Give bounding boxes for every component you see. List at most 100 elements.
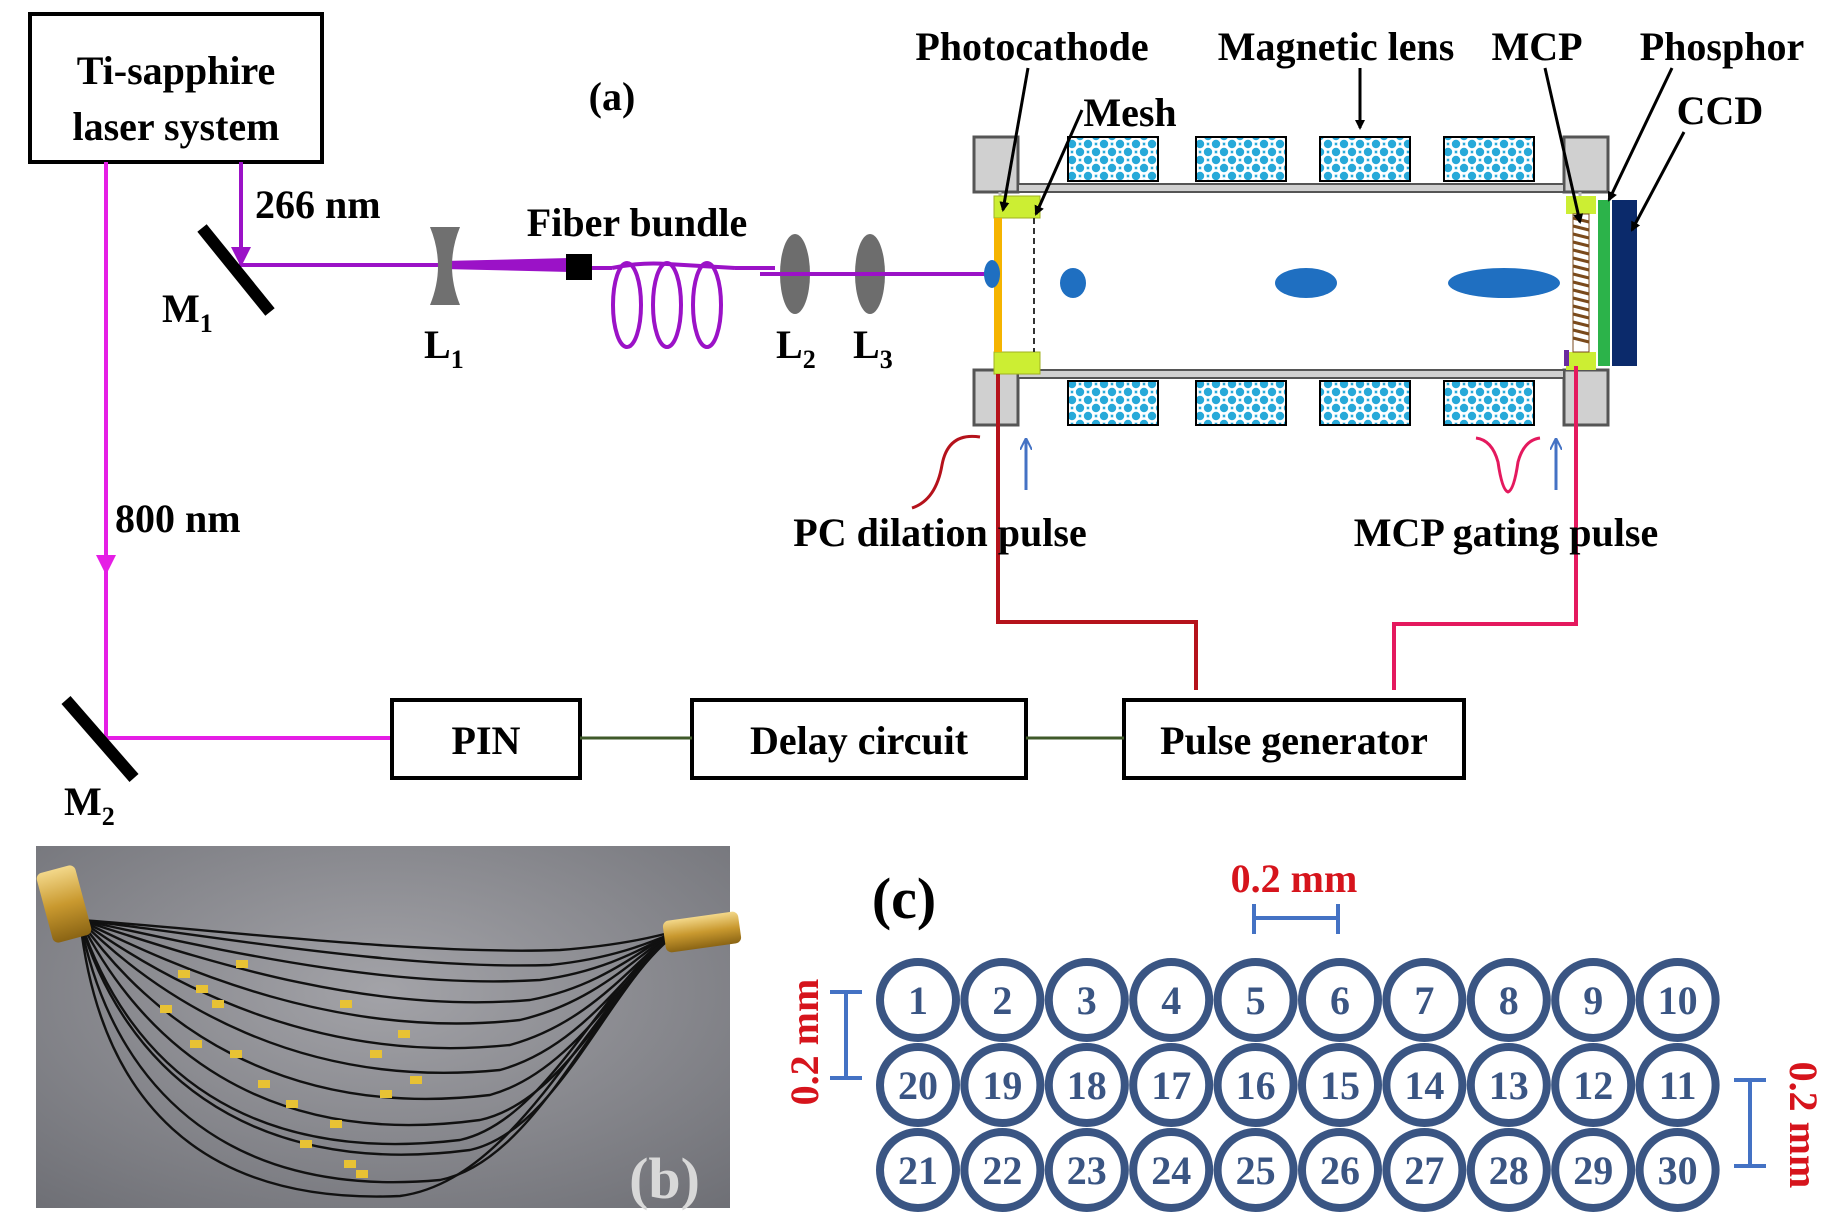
fiber-core-circle: [1044, 1043, 1129, 1127]
uv-beam-path: [231, 162, 570, 272]
fiber-core-circle: [876, 958, 960, 1042]
fiber-bundle-end-right: [662, 911, 742, 953]
fiber-number-label: 18: [1067, 1063, 1107, 1108]
fiber-core-circle: [1129, 1043, 1214, 1127]
panel-b-label: (b): [629, 1146, 700, 1211]
mirror-m2: [61, 696, 139, 782]
fiber-number-label: 29: [1573, 1148, 1613, 1193]
top-spacing-label: 0.2 mm: [1231, 856, 1358, 901]
right-spacing-label: 0.2 mm: [1781, 1062, 1826, 1189]
electron-pulse-1: [1060, 268, 1086, 298]
mirror-m1-label: M1: [162, 286, 213, 338]
fiber-number-label: 14: [1404, 1063, 1444, 1108]
electron-pulse-2: [1275, 268, 1337, 298]
fiber-core-circle: [1044, 1128, 1129, 1212]
fiber-core-circle: [1466, 1043, 1551, 1127]
ccd-label: CCD: [1677, 88, 1764, 133]
lens-l2-label: L2: [776, 322, 816, 374]
fiber-number-label: 13: [1489, 1063, 1529, 1108]
lens-l3-label: L3: [853, 322, 893, 374]
fiber-number-label: 8: [1499, 978, 1519, 1023]
fiber-core-circle: [1213, 1128, 1298, 1212]
panel-a-label: (a): [589, 74, 636, 119]
fiber-core-circle: [960, 1128, 1045, 1212]
fiber-number-label: 4: [1161, 978, 1181, 1023]
laser-system-box: Ti-sapphire laser system: [28, 12, 324, 164]
photoelectron-spot: [984, 260, 1000, 288]
fiber-core-circle: [1044, 958, 1129, 1042]
fiber-number-label: 12: [1573, 1063, 1613, 1108]
fiber-core-circle: [1466, 1128, 1551, 1212]
pin-label: PIN: [452, 718, 521, 763]
mirror-m2-label: M2: [64, 779, 115, 831]
fiber-number-label: 27: [1404, 1148, 1444, 1193]
right-scale-bar: [1734, 1078, 1766, 1168]
fiber-core-circle: [876, 1128, 960, 1212]
fiber-core-circle: [1213, 1043, 1298, 1127]
fiber-core-circle: [1551, 1128, 1636, 1212]
fiber-core-circle: [1213, 958, 1298, 1042]
photocathode-label: Photocathode: [915, 24, 1148, 69]
mcp-holder-bottom: [1566, 352, 1596, 370]
laser-label-line1: Ti-sapphire: [77, 48, 276, 93]
fiber-number-label: 28: [1489, 1148, 1529, 1193]
fiber-core-circle: [960, 958, 1045, 1042]
fiber-coil: [592, 261, 775, 349]
fiber-number-label: 16: [1236, 1063, 1276, 1108]
mesh-label: Mesh: [1083, 90, 1176, 135]
fiber-number-label: 7: [1414, 978, 1434, 1023]
left-spacing-label: 0.2 mm: [782, 979, 827, 1106]
fiber-labels: [160, 960, 422, 1178]
panel-a: (a) Ti-sapphire laser system 800 nm M2 2…: [28, 12, 1804, 831]
panel-c-label: (c): [872, 866, 936, 931]
mirror-m1: [197, 224, 275, 316]
fiber-core-circle: [1382, 1043, 1467, 1127]
panel-b-photo: (b): [36, 846, 742, 1211]
fiber-core-circle: [1298, 1043, 1382, 1127]
fiber-number-label: 20: [898, 1063, 938, 1108]
fiber-core-circle: [1129, 1128, 1214, 1212]
lens-l1-label: L1: [424, 322, 464, 374]
fiber-core-circle: [1129, 958, 1214, 1042]
fiber-core-circle: [960, 1043, 1045, 1127]
fiber-core-circle: [1382, 1128, 1467, 1212]
top-scale-bar: [1252, 904, 1340, 934]
mcp-plate: [1572, 213, 1590, 353]
fiber-core-circle: [1382, 958, 1467, 1042]
fiber-core-circle: [1466, 958, 1551, 1042]
pulse-generator-label: Pulse generator: [1160, 718, 1428, 763]
fiber-core-circle: [1635, 958, 1720, 1042]
phosphor-screen: [1598, 200, 1610, 366]
fiber-number-label: 6: [1330, 978, 1350, 1023]
fiber-core-circle: [1298, 1128, 1382, 1212]
photocathode-holder-top: [993, 195, 1041, 219]
photocathode-holder-bottom: [993, 351, 1041, 375]
fiber-number-label: 1: [908, 978, 928, 1023]
fiber-core-circle: [1635, 1128, 1720, 1212]
photocathode-plate: [994, 218, 1002, 352]
fiber-core-circle: [876, 1043, 960, 1127]
pc-dilation-waveform: [911, 434, 981, 510]
delay-circuit-label: Delay circuit: [750, 718, 969, 763]
fiber-number-label: 17: [1151, 1063, 1191, 1108]
mcp-gating-pulse-label: MCP gating pulse: [1354, 510, 1658, 555]
fiber-number-label: 30: [1658, 1148, 1698, 1193]
uv-wavelength-label: 266 nm: [255, 182, 381, 227]
fiber-number-label: 24: [1151, 1148, 1191, 1193]
fiber-number-label: 11: [1659, 1063, 1697, 1108]
mcp-holder-top: [1566, 196, 1596, 214]
fiber-number-label: 23: [1067, 1148, 1107, 1193]
fiber-number-label: 9: [1583, 978, 1603, 1023]
fiber-number-label: 26: [1320, 1148, 1360, 1193]
magnetic-lens-label: Magnetic lens: [1218, 24, 1455, 69]
fiber-number-label: 10: [1658, 978, 1698, 1023]
pc-dilation-pulse-label: PC dilation pulse: [793, 510, 1086, 555]
fiber-connector: [566, 254, 592, 280]
delay-circuit-box: [690, 698, 1028, 780]
mcp-pulse-wire: [1392, 366, 1578, 690]
fiber-core-circle: [1551, 1043, 1636, 1127]
ir-wavelength-label: 800 nm: [115, 496, 241, 541]
fiber-number-label: 19: [982, 1063, 1022, 1108]
